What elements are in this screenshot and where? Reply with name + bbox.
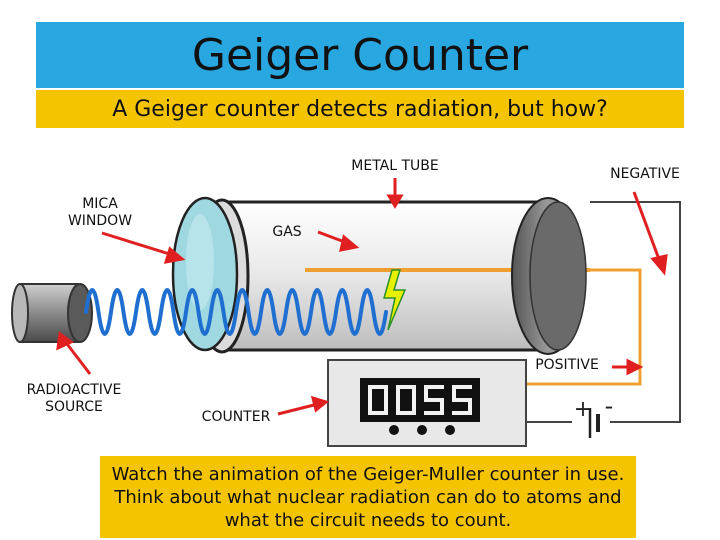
subtitle-bar: A Geiger counter detects radiation, but … (36, 90, 684, 128)
radiation-wave (84, 288, 388, 336)
digit-segment (468, 400, 472, 415)
digit-segment (452, 398, 472, 402)
digit-segment (368, 411, 388, 415)
digit-segment (396, 411, 416, 415)
label-gas: GAS (272, 224, 302, 240)
digit-segment (368, 385, 388, 389)
label-radioactive-source: RADIOACTIVE SOURCE (26, 382, 122, 415)
label-mica-window: MICA WINDOW (67, 196, 133, 229)
label-counter: COUNTER (201, 409, 271, 425)
page-title: Geiger Counter (191, 29, 529, 81)
label-metal-tube: METAL TUBE (351, 158, 439, 174)
counter-digits (368, 385, 472, 415)
digit-segment (424, 398, 444, 402)
positive-wire (526, 268, 642, 386)
counter-knob-3 (445, 425, 455, 435)
digit-segment (440, 400, 444, 415)
digit-segment (412, 385, 416, 400)
negative-wire (590, 201, 681, 423)
digit-segment (424, 411, 444, 415)
digit-segment (384, 385, 388, 400)
digit-segment (452, 385, 456, 400)
ionisation-spark (383, 269, 407, 331)
digit-segment (424, 385, 428, 400)
battery-minus: - (605, 392, 614, 420)
caption-box: Watch the animation of the Geiger-Muller… (100, 456, 636, 538)
digit-segment (412, 400, 416, 415)
arrow-negative (632, 191, 662, 263)
arrow-mica-window (101, 231, 177, 258)
counter-knob-2 (417, 425, 427, 435)
digit-segment (452, 411, 472, 415)
digit-segment (396, 400, 400, 415)
page-subtitle: A Geiger counter detects radiation, but … (112, 96, 608, 122)
title-bar: Geiger Counter (36, 22, 684, 88)
digit-segment (368, 385, 372, 400)
digit-segment (384, 400, 388, 415)
battery-plus: + (574, 397, 592, 422)
label-negative: NEGATIVE (610, 166, 680, 182)
digit-segment (396, 385, 416, 389)
digit-segment (452, 385, 472, 389)
arrow-radioactive-source (62, 339, 92, 375)
label-positive: POSITIVE (535, 357, 599, 373)
counter-knob-1 (389, 425, 399, 435)
digit-segment (396, 385, 400, 400)
caption-text: Watch the animation of the Geiger-Muller… (111, 463, 625, 531)
arrow-counter (277, 402, 319, 416)
digit-segment (368, 400, 372, 415)
digit-segment (424, 385, 444, 389)
